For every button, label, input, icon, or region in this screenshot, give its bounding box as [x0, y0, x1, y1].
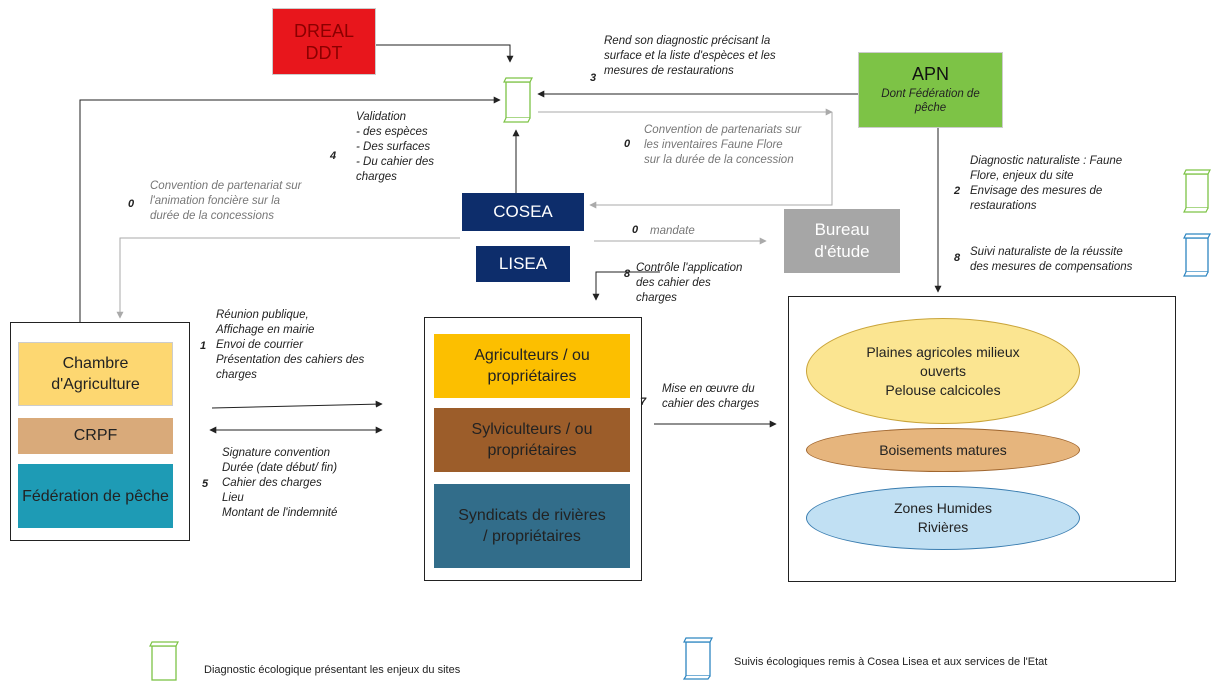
- legend-blue-doc-icon: [682, 637, 713, 680]
- legend-blue-label: Suivis écologiques remis à Cosea Lisea e…: [734, 656, 1048, 668]
- step-8-followup-label: Suivi naturaliste de la réussite des mes…: [970, 246, 1133, 273]
- step-8-followup-number: 8: [954, 252, 961, 264]
- bureau-etude-box: Bureau d'étude: [784, 209, 900, 273]
- apn-title: APN: [911, 63, 949, 84]
- sylviculteurs-box: Sylviculteurs / ou propriétaires: [434, 408, 630, 472]
- chambre-agriculture-box: Chambre d'Agriculture: [18, 342, 173, 406]
- dreal-ddt-box: DREAL DDT: [272, 8, 376, 75]
- step-3-number: 3: [590, 72, 597, 84]
- federation-peche-label: Fédération de pêche: [22, 487, 169, 505]
- step-3-label: Rend son diagnostic précisant la surface…: [604, 35, 776, 77]
- boisements-ellipse: Boisements matures: [806, 428, 1080, 472]
- legend-green-doc-icon: [149, 641, 179, 681]
- boisements-label: Boisements matures: [879, 441, 1007, 458]
- document-icon: [503, 77, 533, 123]
- plaines-label: Plaines agricoles milieux ouverts Pelous…: [866, 343, 1020, 398]
- step-7-label: Mise en œuvre du cahier des charges: [662, 383, 760, 410]
- syndicats-label: Syndicats de rivières / propriétaires: [458, 507, 606, 545]
- crpf-box: CRPF: [18, 418, 173, 454]
- apn-box: APN Dont Fédération de pêche: [858, 52, 1003, 128]
- cosea-label: COSEA: [493, 202, 553, 221]
- syndicats-box: Syndicats de rivières / propriétaires: [434, 484, 630, 568]
- agriculteurs-box: Agriculteurs / ou propriétaires: [434, 334, 630, 398]
- step-0-apn-label: Convention de partenariats sur les inven…: [644, 124, 802, 166]
- cosea-box: COSEA: [462, 193, 584, 231]
- step-4-number: 4: [330, 150, 337, 162]
- zones-humides-ellipse: Zones Humides Rivières: [806, 486, 1080, 550]
- step-1-number: 1: [200, 340, 207, 352]
- step-2-label: Diagnostic naturaliste : Faune Flore, en…: [970, 155, 1123, 212]
- step-8-control-label: Contrôle l'application des cahier des ch…: [636, 262, 743, 304]
- bureau-etude-label: Bureau d'étude: [814, 220, 870, 261]
- chambre-agriculture-label: Chambre d'Agriculture: [51, 355, 140, 393]
- step-0-mandate-number: 0: [632, 224, 639, 236]
- lisea-box: LISEA: [476, 246, 570, 282]
- step-0-mandate-label: mandate: [650, 225, 695, 237]
- step-1-label: Réunion publique, Affichage en mairie En…: [216, 309, 365, 381]
- apn-subtitle: Dont Fédération de pêche: [881, 87, 980, 114]
- step-0-chambre-label: Convention de partenariat sur l'animatio…: [150, 180, 302, 222]
- step-4-label: Validation - des espèces - Des surfaces …: [356, 111, 434, 183]
- sylviculteurs-label: Sylviculteurs / ou propriétaires: [471, 421, 593, 459]
- step-7-number: 7: [640, 396, 647, 408]
- step-0-chambre-number: 0: [128, 198, 135, 210]
- federation-peche-box: Fédération de pêche: [18, 464, 173, 528]
- diagnostic-doc-icon: [1183, 169, 1211, 213]
- lisea-label: LISEA: [498, 254, 548, 273]
- zones-humides-label: Zones Humides Rivières: [893, 500, 993, 535]
- legend-green-label: Diagnostic écologique présentant les enj…: [204, 664, 461, 676]
- plaines-ellipse: Plaines agricoles milieux ouverts Pelous…: [806, 318, 1080, 424]
- agriculteurs-label: Agriculteurs / ou propriétaires: [474, 347, 590, 385]
- crpf-label: CRPF: [73, 427, 118, 444]
- step-8-control-number: 8: [624, 268, 631, 280]
- suivi-doc-icon: [1183, 233, 1211, 277]
- step-5-label: Signature convention Durée (date début/ …: [222, 447, 338, 519]
- step-0-apn-number: 0: [624, 138, 631, 150]
- dreal-ddt-label: DREAL DDT: [293, 20, 355, 63]
- step-5-number: 5: [202, 478, 209, 490]
- step-2-number: 2: [954, 185, 961, 197]
